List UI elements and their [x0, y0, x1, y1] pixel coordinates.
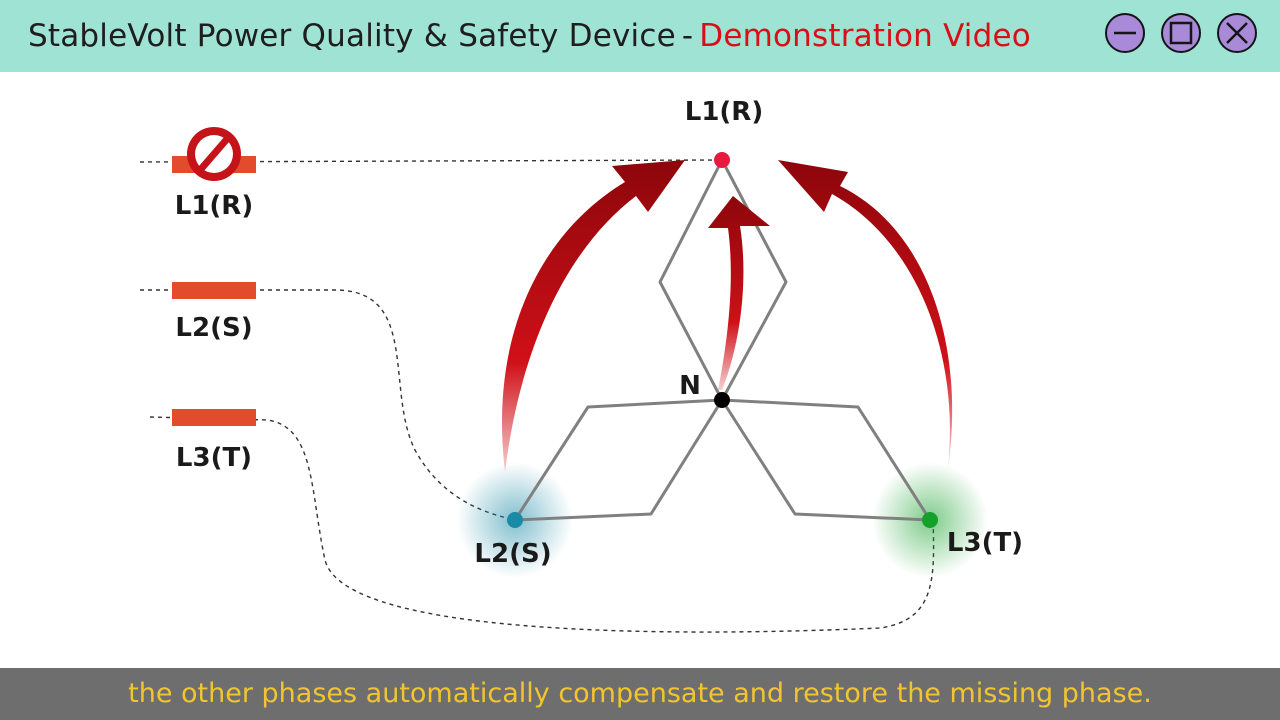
phase-diagram: L1(R) L2(S) L3(T) L1(R) N L2(S) L3(T): [139, 97, 1023, 633]
title-bar: StableVolt Power Quality & Safety Device…: [0, 0, 1280, 72]
node-neutral: [714, 392, 730, 408]
caption-bar: the other phases automatically compensat…: [0, 668, 1280, 720]
phase-label-top: L1(R): [685, 97, 763, 127]
arrow-center: [708, 196, 770, 390]
maximize-icon: [1169, 21, 1193, 45]
arrow-right: [778, 160, 953, 468]
no-entry-icon: [187, 127, 241, 181]
node-l1: [714, 152, 730, 168]
node-l2: [507, 512, 523, 528]
input-label-l3: L3(T): [176, 443, 252, 473]
input-bar-l2: [172, 282, 256, 299]
input-label-l1: L1(R): [175, 191, 253, 221]
close-button[interactable]: [1217, 13, 1257, 53]
caption-text: the other phases automatically compensat…: [128, 678, 1152, 709]
title-highlight: Demonstration Video: [699, 18, 1031, 54]
node-l3: [922, 512, 938, 528]
input-bar-l3: [172, 409, 256, 426]
compensation-arrows: [501, 160, 953, 472]
neutral-label: N: [679, 371, 701, 401]
close-icon: [1226, 22, 1248, 44]
maximize-button[interactable]: [1161, 13, 1201, 53]
arrow-left: [501, 160, 685, 472]
phase-label-right: L3(T): [947, 528, 1023, 558]
phase-label-left: L2(S): [474, 539, 551, 569]
window-title: StableVolt Power Quality & Safety Device…: [28, 14, 1031, 58]
input-label-l2: L2(S): [175, 313, 252, 343]
title-separator: -: [681, 18, 694, 54]
title-text: StableVolt Power Quality & Safety Device: [28, 18, 676, 54]
wire-l3: [149, 416, 935, 633]
minimize-button[interactable]: [1105, 13, 1145, 53]
minimize-icon: [1114, 31, 1136, 35]
